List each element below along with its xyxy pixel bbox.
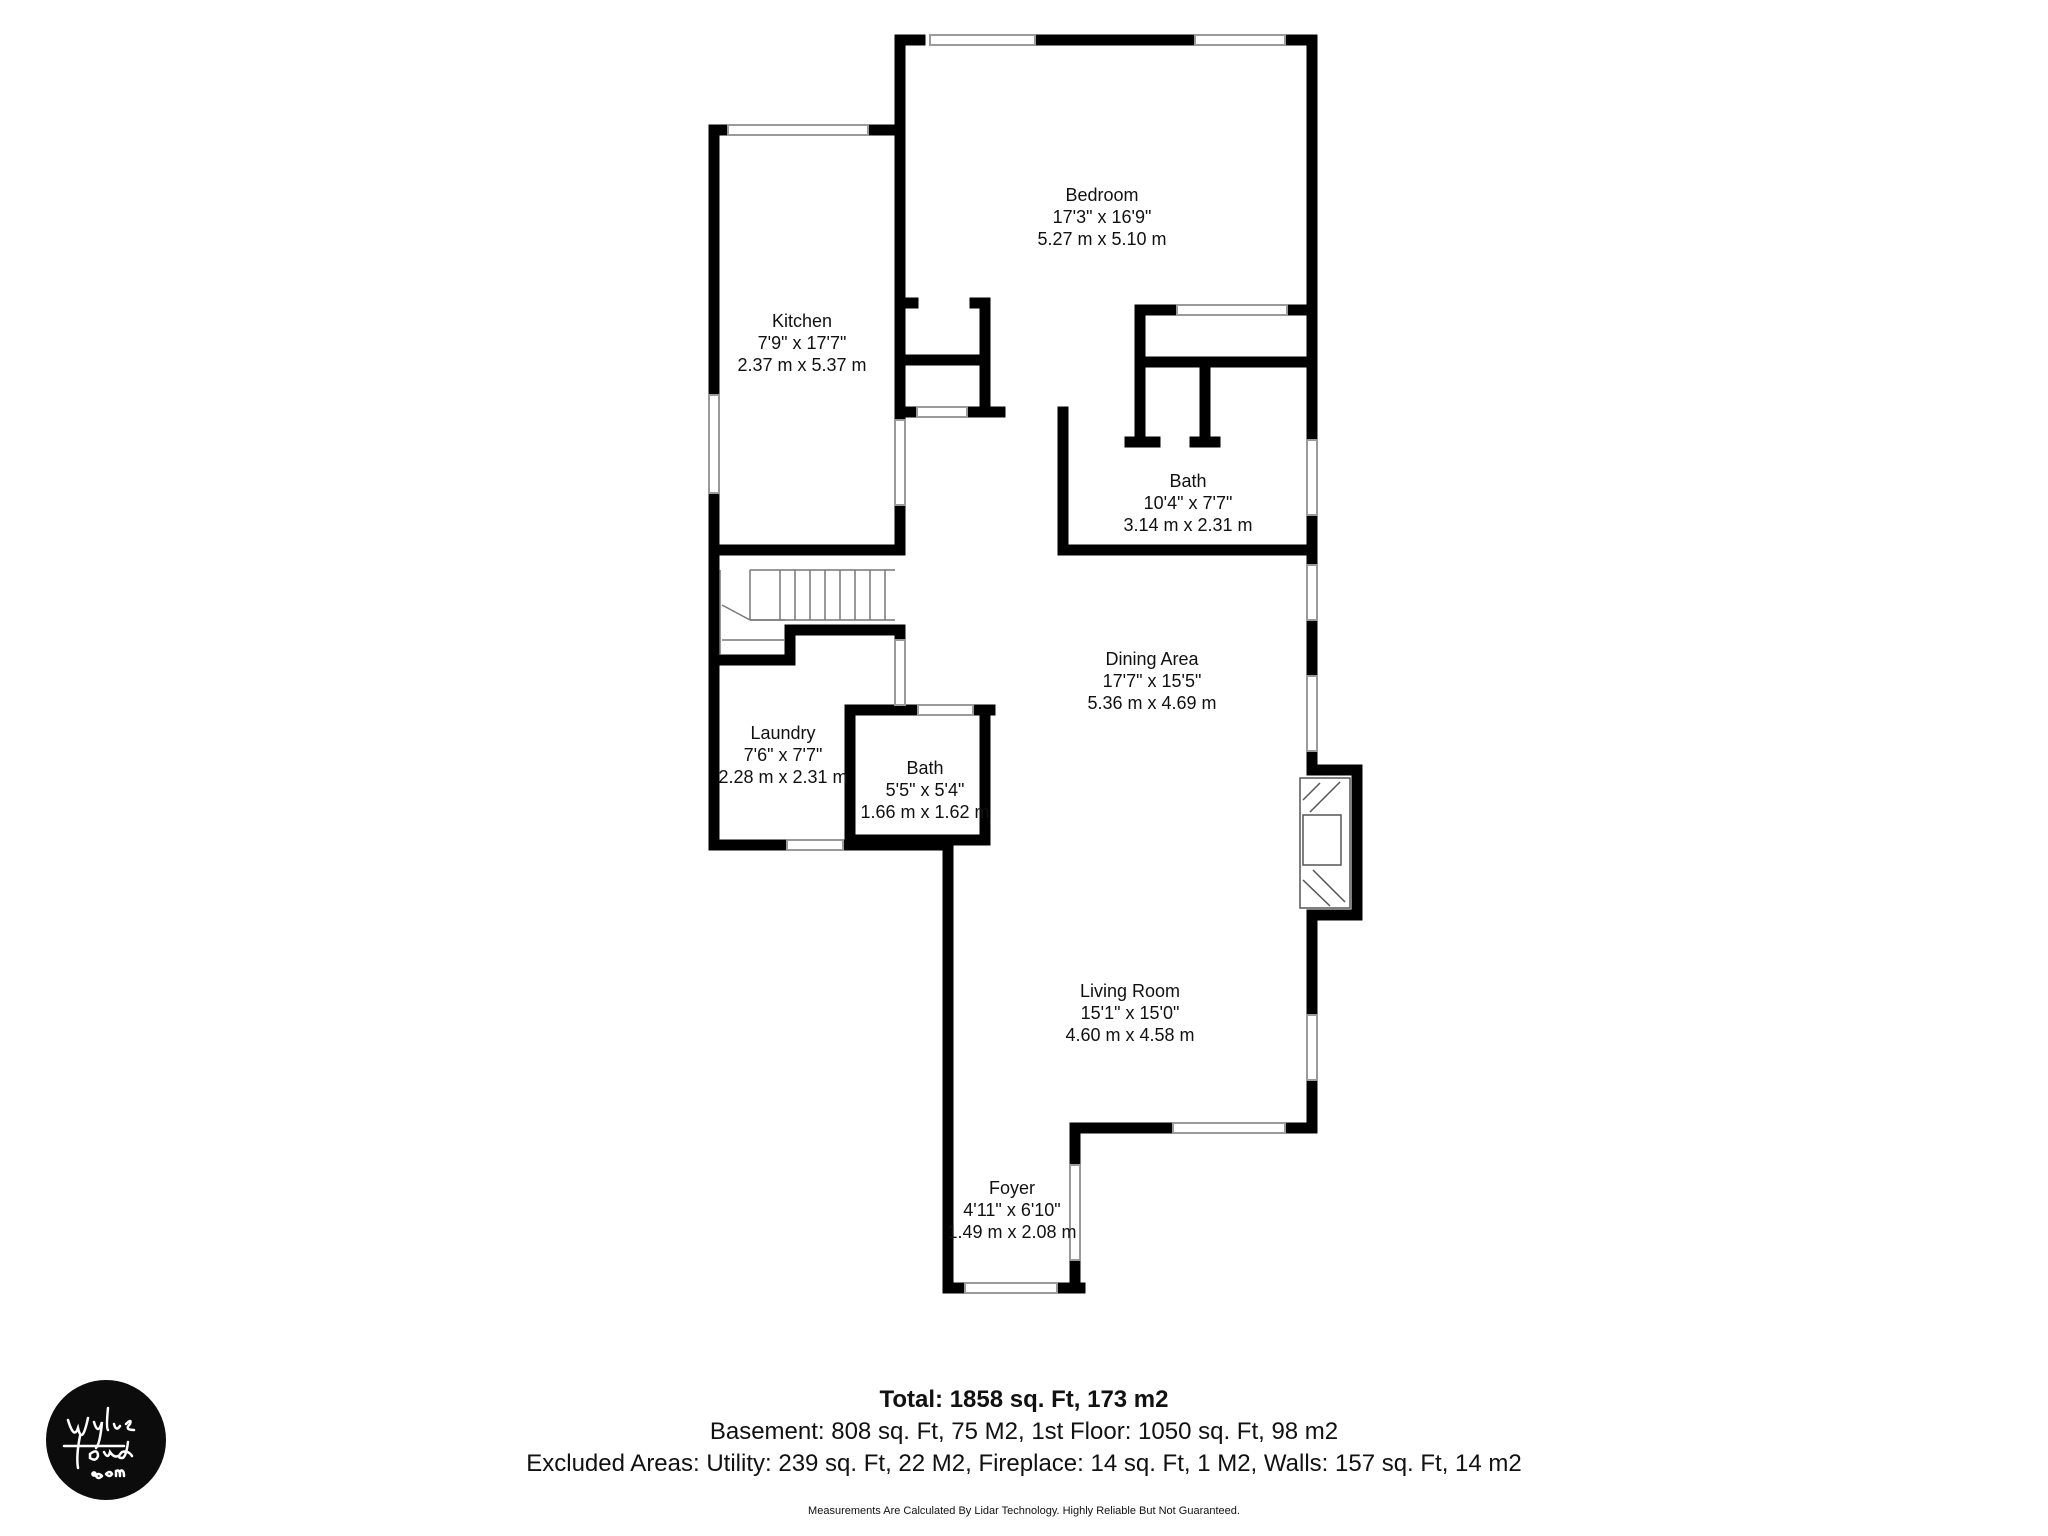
room-imperial: 17'3" x 16'9" — [1052, 207, 1152, 227]
excluded-areas: Excluded Areas: Utility: 239 sq. Ft, 22 … — [526, 1450, 1522, 1477]
room-imperial: 7'6" x 7'7" — [743, 745, 823, 765]
room-metric: 5.36 m x 4.69 m — [1087, 693, 1217, 713]
windows — [708, 34, 1318, 1294]
room-name: Dining Area — [1105, 649, 1199, 669]
room-name: Bath — [1169, 471, 1207, 491]
floor-breakdown: Basement: 808 sq. Ft, 75 M2, 1st Floor: … — [709, 1418, 1339, 1445]
room-metric: 4.60 m x 4.58 m — [1065, 1025, 1195, 1045]
room-metric: 1.66 m x 1.62 m — [860, 802, 990, 822]
room-imperial: 17'7" x 15'5" — [1102, 671, 1202, 691]
room-imperial: 7'9" x 17'7" — [757, 333, 847, 353]
room-metric: 2.28 m x 2.31 m — [718, 767, 848, 787]
room-imperial: 15'1" x 15'0" — [1080, 1003, 1180, 1023]
fireplace-hatch — [1299, 777, 1351, 909]
room-name: Bedroom — [1065, 185, 1139, 205]
room-metric: 1.49 m x 2.08 m — [947, 1222, 1077, 1242]
room-metric: 2.37 m x 5.37 m — [737, 355, 867, 375]
room-label-living: Living Room 15'1" x 15'0" 4.60 m x 4.58 … — [1065, 980, 1194, 1046]
room-label-kitchen: Kitchen 7'9" x 17'7" 2.37 m x 5.37 m — [737, 310, 866, 376]
walls — [708, 34, 1363, 1294]
brand-logo — [46, 1380, 166, 1500]
room-label-foyer: Foyer 4'11" x 6'10" 1.49 m x 2.08 m — [947, 1177, 1076, 1243]
room-name: Bath — [906, 758, 944, 778]
room-imperial: 4'11" x 6'10" — [963, 1200, 1061, 1220]
room-label-bath-half: Bath 5'5" x 5'4" 1.66 m x 1.62 m — [860, 757, 989, 823]
stairs — [719, 569, 895, 655]
room-imperial: 10'4" x 7'7" — [1143, 493, 1233, 513]
room-metric: 5.27 m x 5.10 m — [1037, 229, 1167, 249]
room-label-dining: Dining Area 17'7" x 15'5" 5.36 m x 4.69 … — [1087, 648, 1216, 714]
logo-script-icon — [62, 1406, 136, 1480]
room-imperial: 5'5" x 5'4" — [885, 780, 965, 800]
total-area: Total: 1858 sq. Ft, 173 m2 — [879, 1386, 1169, 1413]
room-label-laundry: Laundry 7'6" x 7'7" 2.28 m x 2.31 m — [718, 722, 847, 788]
room-name: Laundry — [750, 723, 816, 743]
room-name: Living Room — [1079, 981, 1181, 1001]
disclaimer: Measurements Are Calculated By Lidar Tec… — [808, 1505, 1240, 1517]
room-label-bedroom: Bedroom 17'3" x 16'9" 5.27 m x 5.10 m — [1037, 184, 1166, 250]
room-metric: 3.14 m x 2.31 m — [1123, 515, 1253, 535]
room-label-bath-main: Bath 10'4" x 7'7" 3.14 m x 2.31 m — [1123, 470, 1252, 536]
room-name: Foyer — [988, 1178, 1035, 1198]
room-name: Kitchen — [771, 311, 833, 331]
